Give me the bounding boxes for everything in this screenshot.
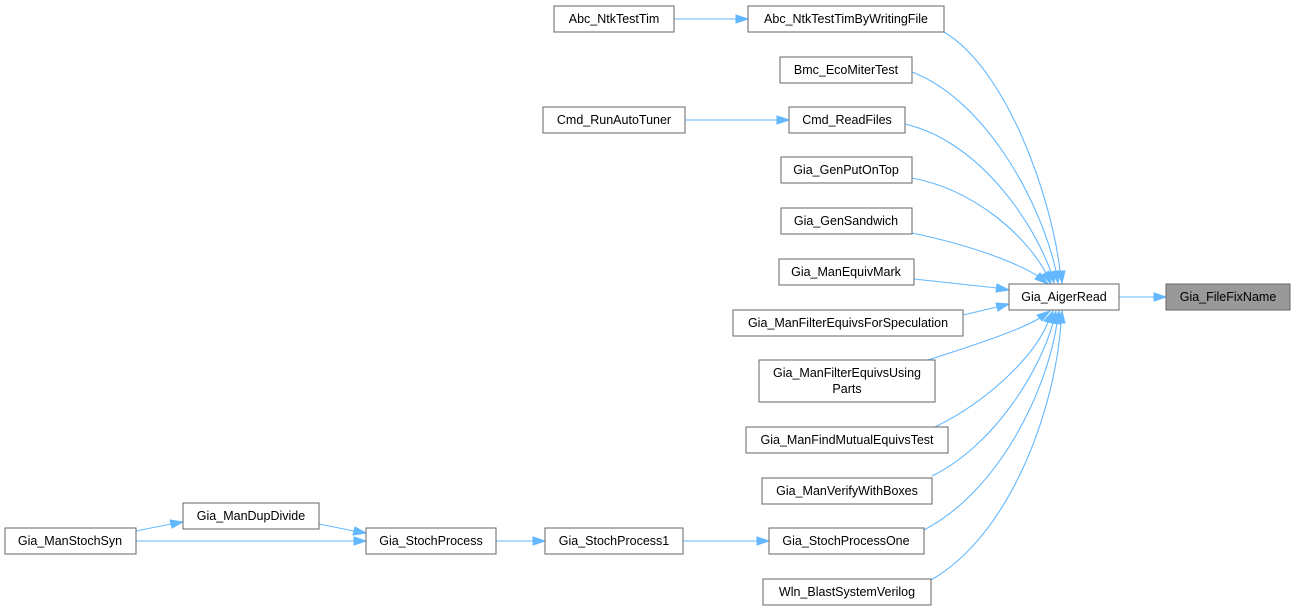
node-box xyxy=(778,258,915,286)
node-label: Gia_ManEquivMark xyxy=(791,265,902,279)
node-bmc_ecomitertest[interactable]: Bmc_EcoMiterTest xyxy=(779,56,913,84)
node-gia_genputontop[interactable]: Gia_GenPutOnTop xyxy=(780,156,913,184)
node-gia_manfindmutualequivstest[interactable]: Gia_ManFindMutualEquivsTest xyxy=(745,426,949,454)
edge-arrowhead xyxy=(1034,272,1050,286)
node-box xyxy=(182,502,320,530)
node-box xyxy=(365,527,497,555)
node-box xyxy=(779,56,913,84)
node-box xyxy=(747,5,945,33)
node-box xyxy=(768,527,925,555)
node-gia_mandupdivide[interactable]: Gia_ManDupDivide xyxy=(182,502,320,530)
node-box xyxy=(761,477,933,505)
edge-gia_genputontop-to-gia_aigerread xyxy=(911,177,1047,274)
edge-arrowhead xyxy=(353,536,368,546)
node-label: Gia_ManFilterEquivsForSpeculation xyxy=(748,316,948,330)
node-label: Abc_NtkTestTimByWritingFile xyxy=(764,12,928,26)
node-label: Gia_ManStochSyn xyxy=(18,534,122,548)
node-cmd_runautotuner[interactable]: Cmd_RunAutoTuner xyxy=(542,106,686,134)
node-cmd_readfiles[interactable]: Cmd_ReadFiles xyxy=(788,106,906,134)
node-label: Bmc_EcoMiterTest xyxy=(794,63,899,77)
node-label-line1: Gia_ManFilterEquivsUsing xyxy=(773,366,921,380)
node-box xyxy=(4,527,137,555)
node-gia_aigerread[interactable]: Gia_AigerRead xyxy=(1008,283,1120,311)
edge-arrowhead xyxy=(169,519,185,529)
node-label-line2: Parts xyxy=(832,382,861,396)
node-label: Gia_ManDupDivide xyxy=(197,509,305,523)
edge-arrowhead xyxy=(352,526,368,536)
graph-edges xyxy=(135,14,1168,581)
edge-arrowhead xyxy=(756,536,771,546)
node-box xyxy=(788,106,906,134)
node-box xyxy=(1165,283,1291,311)
node-wln_blastsystemverilog[interactable]: Wln_BlastSystemVerilog xyxy=(762,578,932,606)
node-label: Wln_BlastSystemVerilog xyxy=(779,585,915,599)
node-label: Abc_NtkTestTim xyxy=(569,12,660,26)
node-box xyxy=(758,359,936,403)
node-box xyxy=(1008,283,1120,311)
node-label: Gia_FileFixName xyxy=(1180,290,1277,304)
node-label: Gia_StochProcess xyxy=(379,534,483,548)
edge-arrowhead xyxy=(735,14,750,24)
node-gia_stochprocessone[interactable]: Gia_StochProcessOne xyxy=(768,527,925,555)
edge-arrowhead xyxy=(1056,309,1066,324)
node-gia_manfilterequivsusingparts[interactable]: Gia_ManFilterEquivsUsing Parts xyxy=(758,359,936,403)
node-gia_stochprocess1[interactable]: Gia_StochProcess1 xyxy=(544,527,684,555)
node-box xyxy=(544,527,684,555)
edge-gia_mandupdivide-to-gia_stochprocess xyxy=(318,523,355,532)
node-gia_manstochsyn[interactable]: Gia_ManStochSyn xyxy=(4,527,137,555)
edge-arrowhead xyxy=(532,536,547,546)
node-gia_manequivmark[interactable]: Gia_ManEquivMark xyxy=(778,258,915,286)
node-label: Gia_ManVerifyWithBoxes xyxy=(776,484,918,498)
edge-gia_stochprocessone-to-gia_aigerread xyxy=(923,322,1058,531)
node-label: Gia_GenSandwich xyxy=(794,214,898,228)
node-gia_stochprocess[interactable]: Gia_StochProcess xyxy=(365,527,497,555)
node-label: Gia_AigerRead xyxy=(1021,290,1107,304)
node-gia_manfilterequivsforspeculation[interactable]: Gia_ManFilterEquivsForSpeculation xyxy=(732,309,964,337)
node-box xyxy=(553,5,675,33)
node-abc_ntktesttim[interactable]: Abc_NtkTestTim xyxy=(553,5,675,33)
edge-gia_manverifywithboxes-to-gia_aigerread xyxy=(931,322,1054,477)
node-label: Gia_ManFindMutualEquivsTest xyxy=(761,433,935,447)
edge-gia_manfilterequivsusingparts-to-gia_aigerread xyxy=(927,317,1041,361)
node-gia_gensandwich[interactable]: Gia_GenSandwich xyxy=(780,207,913,235)
node-label: Cmd_ReadFiles xyxy=(802,113,892,127)
edge-gia_manfindmutualequivstest-to-gia_aigerread xyxy=(934,321,1049,428)
node-box xyxy=(780,156,913,184)
node-label: Gia_StochProcessOne xyxy=(782,534,909,548)
edge-gia_manstochsyn-to-gia_mandupdivide xyxy=(135,523,172,532)
node-label: Cmd_RunAutoTuner xyxy=(557,113,671,127)
edge-arrowhead xyxy=(1036,310,1052,322)
edge-arrowhead xyxy=(776,115,791,125)
edge-abc_ntktesttimbywritingfile-to-gia_aigerread xyxy=(943,31,1061,272)
node-gia_manverifywithboxes[interactable]: Gia_ManVerifyWithBoxes xyxy=(761,477,933,505)
node-label: Gia_GenPutOnTop xyxy=(793,163,899,177)
edge-gia_manfilterequivsforspeculation-to-gia_aigerread xyxy=(962,306,998,316)
node-box xyxy=(780,207,913,235)
edge-arrowhead xyxy=(1153,292,1168,302)
edge-bmc_ecomitertest-to-gia_aigerread xyxy=(911,71,1057,272)
node-box xyxy=(542,106,686,134)
graph-nodes: Abc_NtkTestTim Abc_NtkTestTimByWritingFi… xyxy=(4,5,1291,606)
edge-gia_manequivmark-to-gia_aigerread xyxy=(913,278,998,289)
edge-arrowhead xyxy=(995,302,1011,312)
node-box xyxy=(745,426,949,454)
edge-wln_blastsystemverilog-to-gia_aigerread xyxy=(930,322,1062,581)
edge-arrowhead xyxy=(995,283,1011,293)
node-box xyxy=(762,578,932,606)
node-label: Gia_StochProcess1 xyxy=(559,534,670,548)
node-gia_filefixname[interactable]: Gia_FileFixName xyxy=(1165,283,1291,311)
node-box xyxy=(732,309,964,337)
node-abc_ntktesttimbywritingfile[interactable]: Abc_NtkTestTimByWritingFile xyxy=(747,5,945,33)
edge-arrowhead xyxy=(1041,270,1052,286)
edge-cmd_readfiles-to-gia_aigerread xyxy=(904,123,1052,273)
edge-gia_gensandwich-to-gia_aigerread xyxy=(911,232,1039,277)
